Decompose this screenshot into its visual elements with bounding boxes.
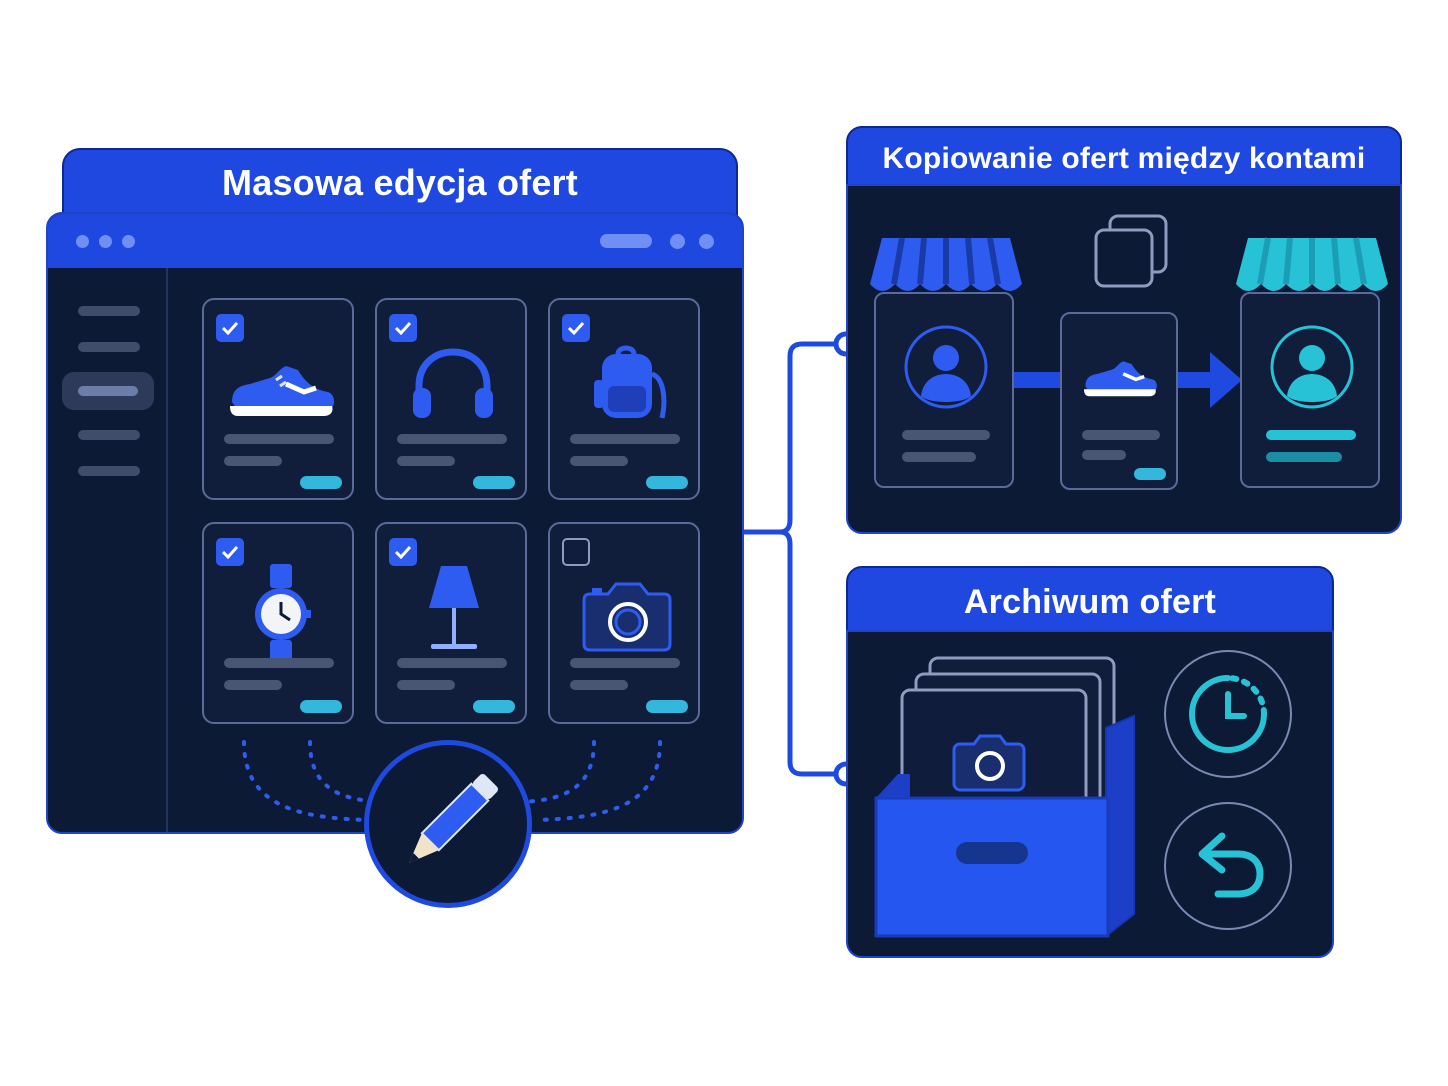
undo-icon [1198,832,1264,898]
window-dot[interactable] [99,235,112,248]
price-pill [473,476,515,489]
product-card[interactable] [202,522,354,724]
watch-icon [255,564,311,662]
clock-history-icon [1189,675,1267,753]
window-control[interactable] [699,234,714,249]
history-button[interactable] [1164,650,1292,778]
checkbox-checked[interactable] [562,314,590,342]
product-card[interactable] [375,298,527,500]
price-pill [646,476,688,489]
transfer-arrow [1014,372,1060,388]
bulk-edit-window [46,212,744,834]
archive-title-tab: Archiwum ofert [846,566,1334,638]
checkbox-checked[interactable] [389,314,417,342]
lamp-icon [429,566,479,649]
sidebar-item[interactable] [78,466,140,476]
product-card[interactable] [202,298,354,500]
dotted-connectors [242,740,662,822]
pencil-icon [409,774,498,863]
edit-badge[interactable] [364,740,532,908]
archive-title: Archiwum ofert [963,582,1217,621]
product-card[interactable] [548,522,700,724]
address-pill[interactable] [600,234,652,248]
bulk-edit-title: Masowa edycja ofert [222,162,578,203]
sneaker-icon [1084,361,1157,397]
window-titlebar [48,214,742,268]
price-pill [646,700,688,713]
source-account-card[interactable] [874,292,1014,488]
headphones-icon [413,348,493,418]
offer-card[interactable] [1060,312,1178,490]
copy-title-tab: Kopiowanie ofert między kontami [846,126,1402,192]
price-pill [300,476,342,489]
store-awning-icon [1236,237,1388,291]
checkbox-unchecked[interactable] [562,538,590,566]
sidebar-item[interactable] [78,306,140,316]
price-pill [473,700,515,713]
checkbox-checked[interactable] [216,538,244,566]
copy-title: Kopiowanie ofert między kontami [882,142,1366,175]
restore-button[interactable] [1164,802,1292,930]
price-pill [1134,468,1166,480]
product-card[interactable] [548,298,700,500]
target-account-card[interactable] [1240,292,1380,488]
archive-panel [846,630,1334,958]
price-pill [300,700,342,713]
product-card[interactable] [375,522,527,724]
window-dot[interactable] [122,235,135,248]
window-control[interactable] [670,234,685,249]
transfer-arrow [1178,352,1242,408]
window-dot[interactable] [76,235,89,248]
user-avatar-icon [904,325,988,409]
checkbox-checked[interactable] [389,538,417,566]
backpack-icon [594,345,667,419]
sidebar [48,268,168,832]
store-awning-icon [870,237,1022,291]
sidebar-item-active[interactable] [62,372,154,410]
sidebar-item[interactable] [78,342,140,352]
copy-icon [1094,214,1168,288]
user-avatar-icon [1270,325,1354,409]
camera-icon [952,734,1026,792]
sneaker-icon [230,366,335,416]
archive-box-icon [874,656,1135,939]
copy-panel [846,184,1402,534]
checkbox-checked[interactable] [216,314,244,342]
camera-icon [582,582,672,652]
sidebar-item[interactable] [78,430,140,440]
